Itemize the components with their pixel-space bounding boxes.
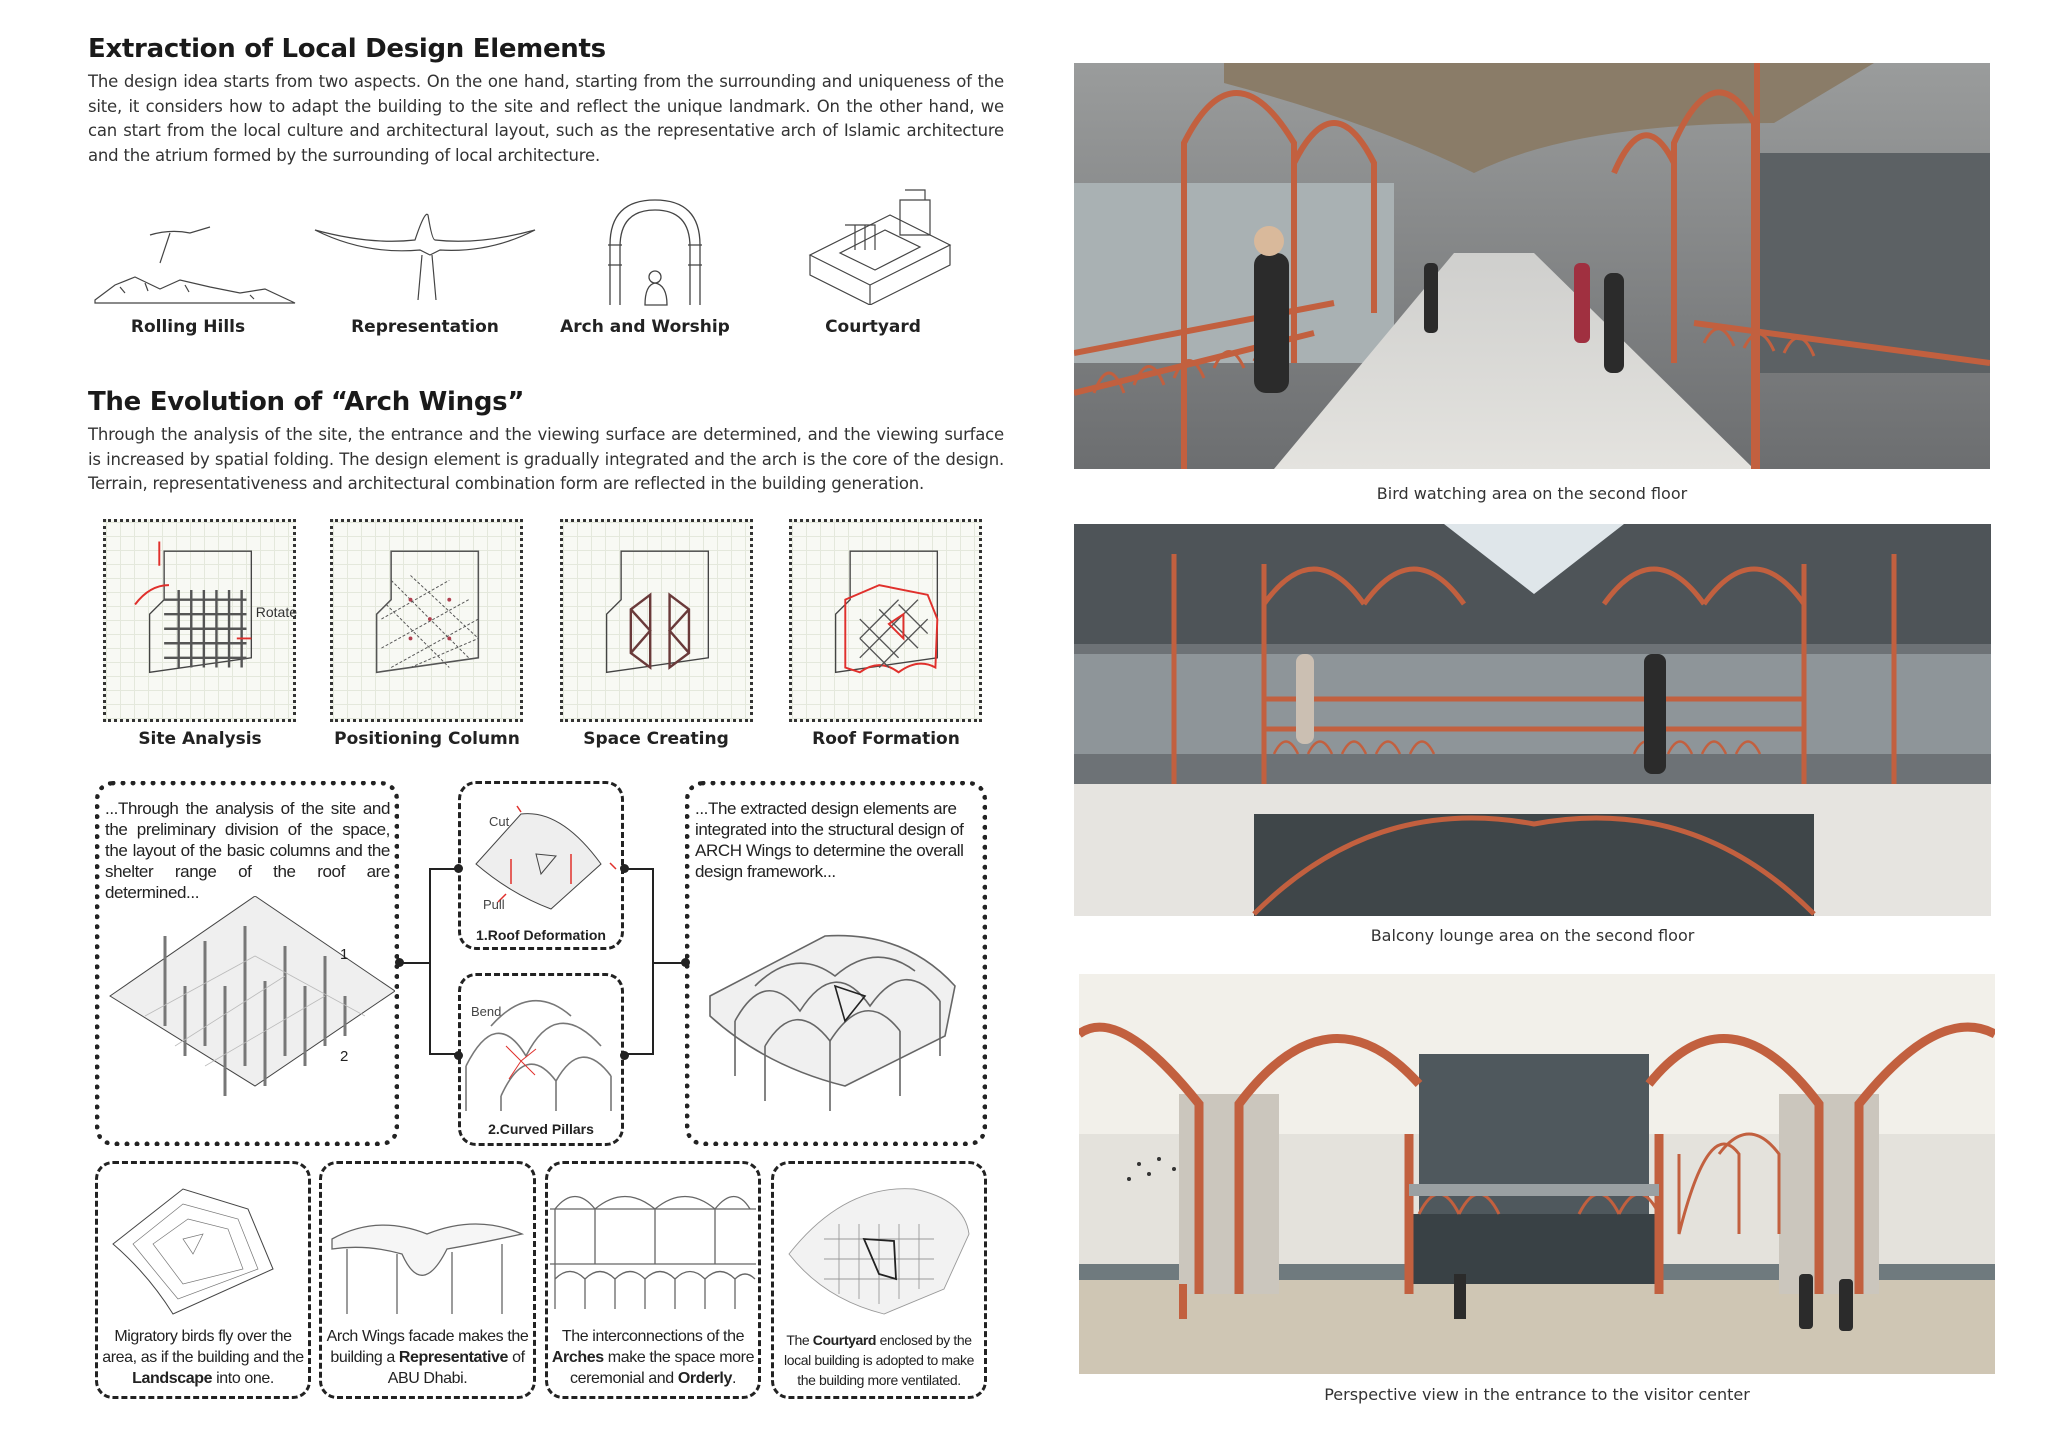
hills-and-flamingo-sketch [94,226,296,304]
process-right-box: ...The extracted design elements are int… [685,781,987,1146]
concept-arches-box: The interconnections of the Arches make … [545,1161,761,1399]
column-grid-axonometric [109,896,395,1096]
diagram-label-roof-formation: Roof Formation [812,729,960,749]
section1-title: Extraction of Local Design Elements [88,34,606,64]
bend-label: Bend [471,1004,502,1019]
section1-paragraph: The design idea starts from two aspects.… [88,72,1004,165]
connector-dot [620,1051,629,1060]
marker-1: 1 [340,946,349,963]
rendering-balcony-lounge [1074,524,1991,916]
section2-paragraph: Through the analysis of the site, the en… [88,425,1004,493]
diagram-roof-formation [789,519,982,722]
diagram-label-space-creating: Space Creating [583,729,729,749]
pull-label: Pull [483,897,505,912]
roof-deformation-drawing [475,805,617,910]
caption-entrance-perspective: Perspective view in the entrance to the … [1324,1385,1750,1404]
step1-label: 1.Roof Deformation [476,927,606,943]
step2-label: 2.Curved Pillars [488,1121,594,1137]
concept-landscape-box: Migratory birds fly over the area, as if… [95,1161,311,1399]
concept-representative-box: Arch Wings facade makes the building a R… [319,1161,536,1399]
marker-2: 2 [340,1048,349,1065]
rendering-entrance-perspective [1079,974,1995,1374]
connector-right [654,962,685,964]
flamingo-wings-sketch [314,213,536,301]
rendering-bird-watching [1074,63,1990,469]
cut-label: Cut [489,814,510,829]
concept-text-courtyard: The Courtyard enclosed by the local buil… [784,1332,974,1388]
connector-left [399,962,429,964]
sketch-label-courtyard: Courtyard [825,317,921,337]
concept-text-landscape: Migratory birds fly over the area, as if… [102,1328,304,1387]
diagram-label-site-analysis: Site Analysis [138,729,262,749]
sketch-label-rolling-hills: Rolling Hills [130,317,246,337]
arch-worship-sketch [608,199,702,306]
diagram-positioning-column [330,519,523,722]
process-left-box: ...Through the analysis of the site and … [95,781,399,1146]
arch-section-drawing [550,1195,756,1309]
connector-dot [620,864,629,873]
caption-balcony-lounge: Balcony lounge area on the second floor [1370,926,1695,945]
concept-courtyard-box: The Courtyard enclosed by the local buil… [771,1161,987,1399]
connector-dot [395,958,404,967]
step-roof-deformation-box: Cut Pull 1.Roof Deformation [458,781,624,950]
courtyard-building-sketch [808,189,952,305]
diagram-site-analysis: Rotate [103,519,297,722]
diagram-space-creating [560,519,753,722]
concept-text-arches: The interconnections of the Arches make … [551,1328,755,1387]
process-right-text: ...The extracted design elements are int… [695,799,964,881]
facade-wings-drawing [331,1223,525,1314]
section2-title: The Evolution of “Arch Wings” [88,387,525,417]
arch-wings-framework-drawing [709,934,956,1111]
courtyard-grid-drawing [788,1188,970,1315]
connector-left-bracket [429,868,459,1055]
connector-right-bracket [624,868,654,1055]
step-curved-pillars-box: Bend 2.Curved Pillars [458,973,624,1146]
caption-bird-watching: Bird watching area on the second floor [1376,484,1688,503]
process-left-text: ...Through the analysis of the site and … [105,799,390,902]
concept-text-representative: Arch Wings facade makes the building a R… [326,1328,529,1387]
sketch-label-representation: Representation [351,317,499,337]
rotate-annotation: Rotate [255,604,297,620]
diagram-label-positioning-column: Positioning Column [334,729,520,749]
contour-roof-drawing [112,1188,274,1315]
sketch-label-arch-worship: Arch and Worship [560,317,730,337]
curved-pillars-drawing [465,999,612,1111]
